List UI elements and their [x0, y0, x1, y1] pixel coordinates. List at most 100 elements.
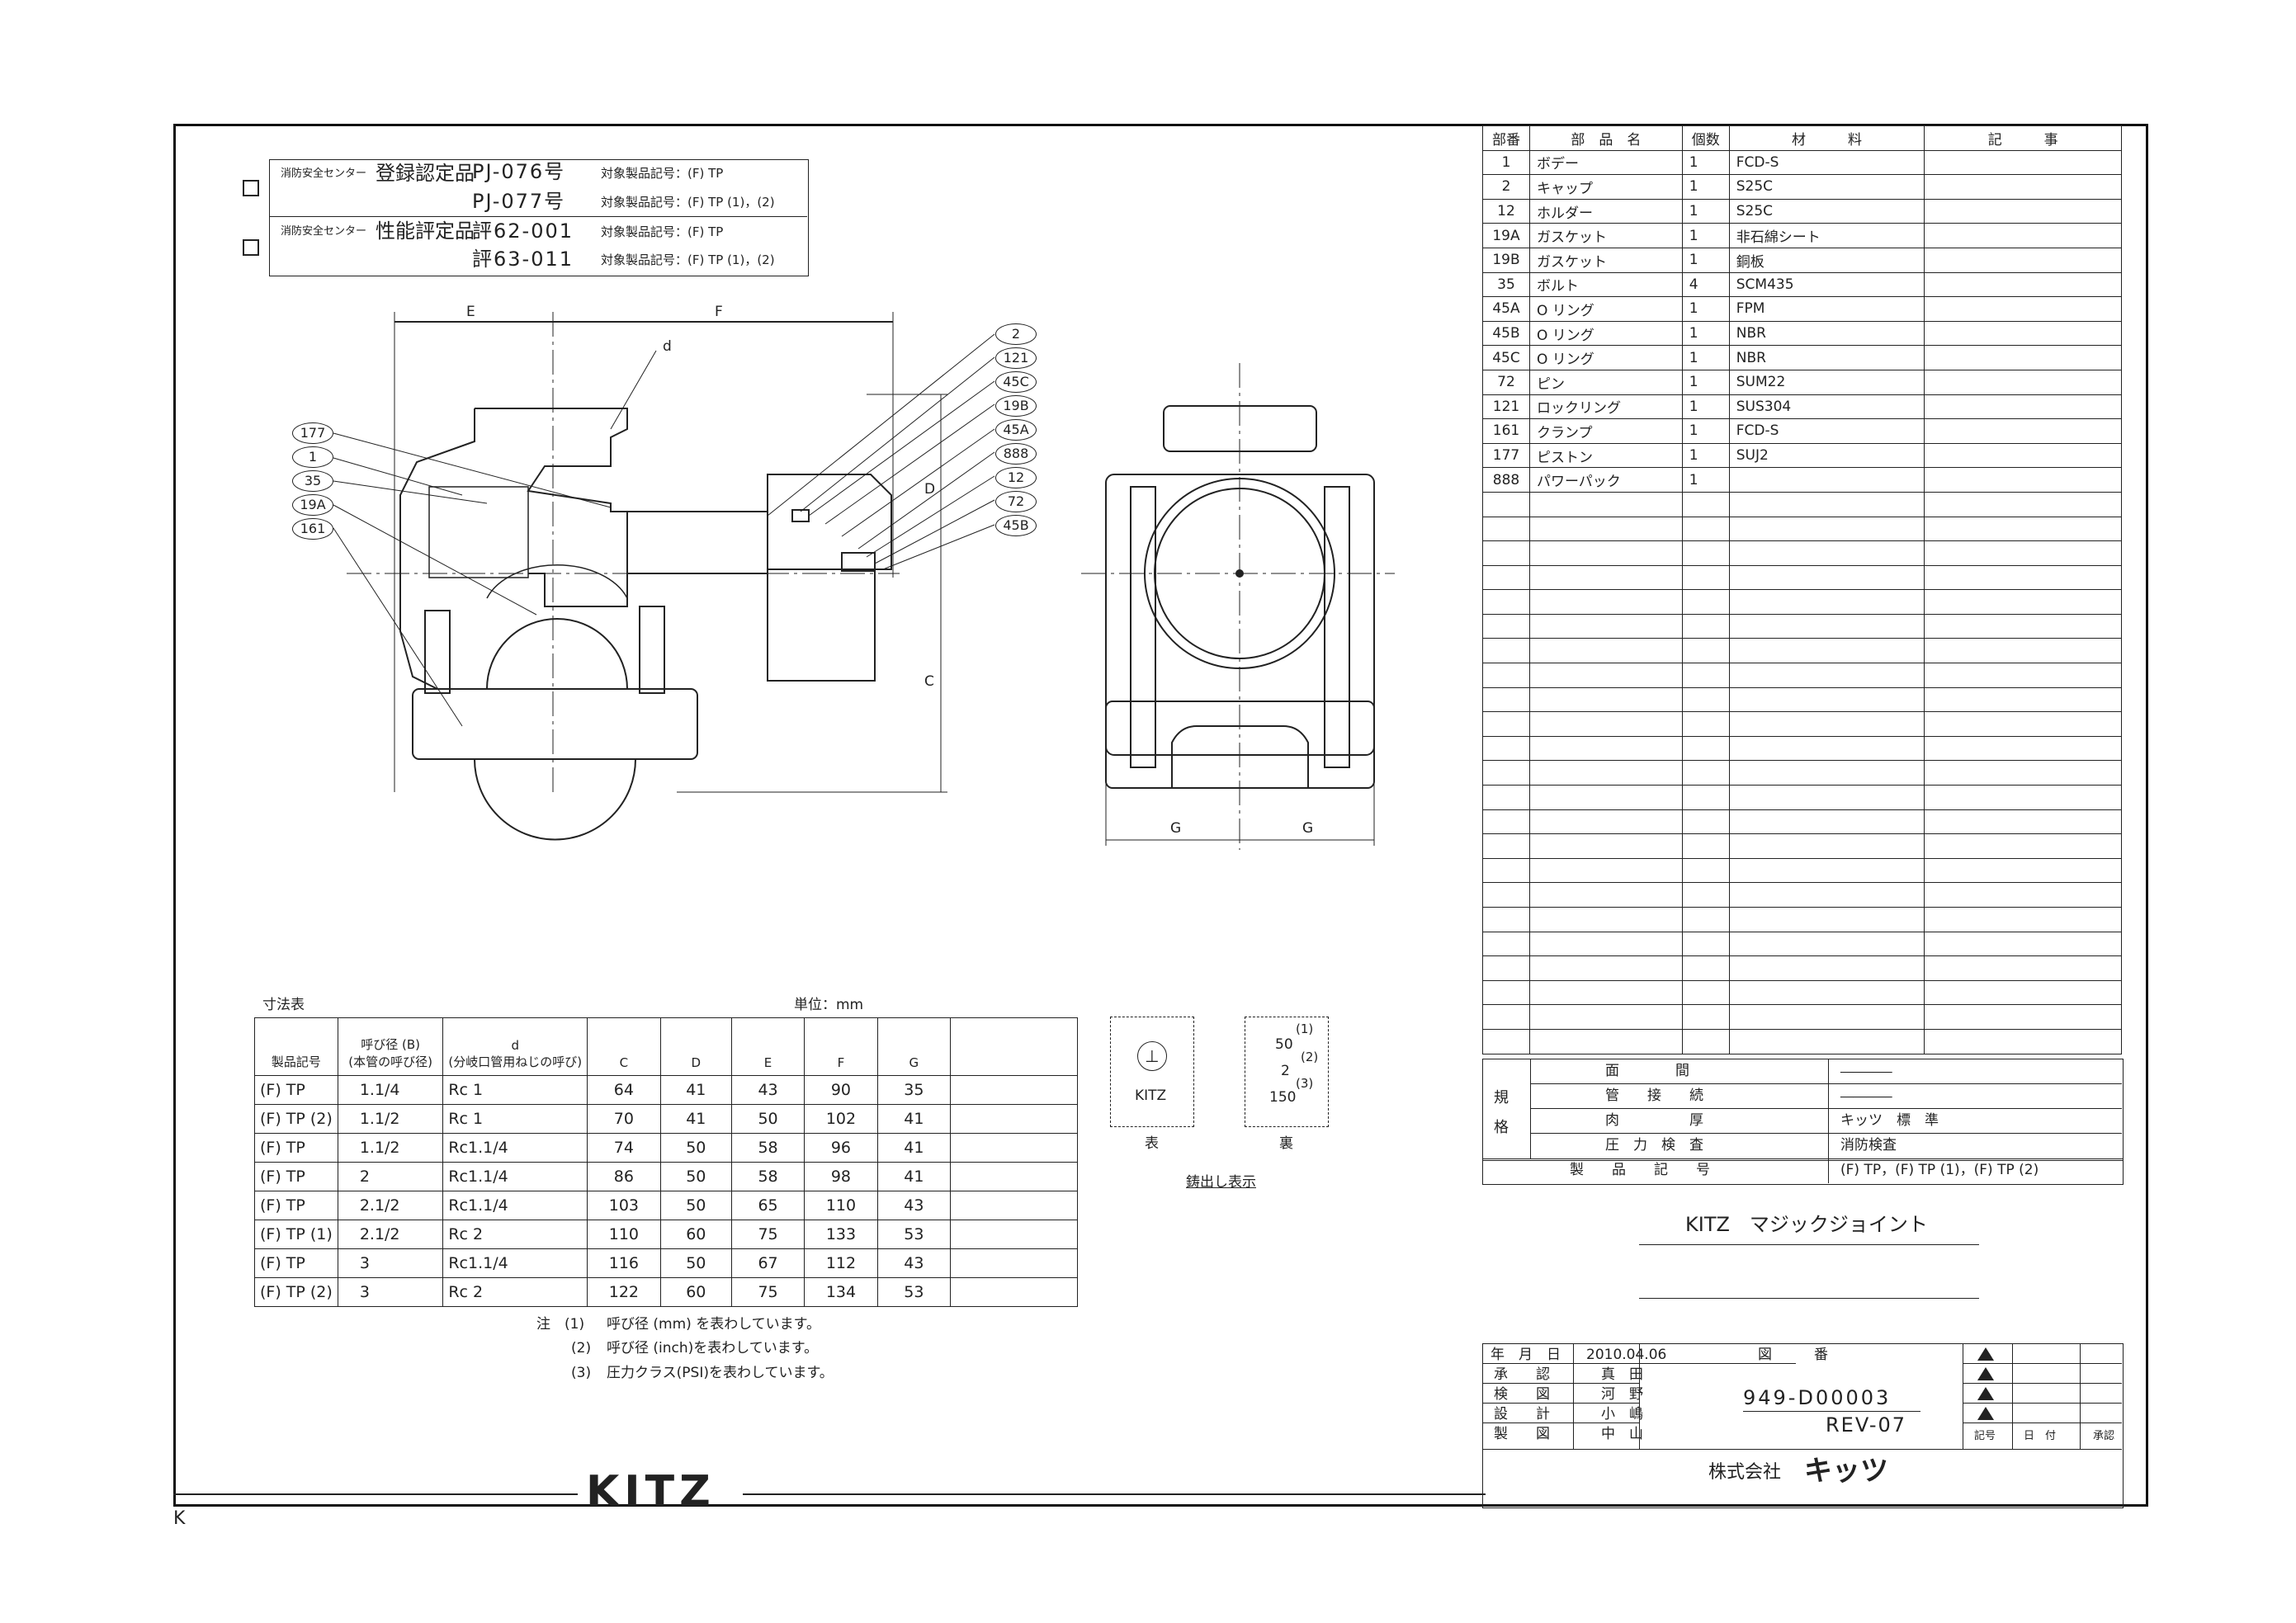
- dim-header-cell: F: [804, 1017, 878, 1076]
- dim-header-line1: E: [763, 1055, 772, 1070]
- date-label: 年 月 日: [1491, 1347, 1561, 1363]
- dim-label-g-right: G: [1302, 820, 1314, 837]
- parts-cell: ロックリング: [1528, 394, 1683, 420]
- parts-cell: [1482, 979, 1530, 1006]
- table-row: [1482, 931, 2122, 957]
- parts-cell: [1924, 931, 2122, 957]
- company-prefix: 株式会社: [1708, 1462, 1782, 1483]
- parts-cell: [1528, 1028, 1683, 1054]
- parts-cell: [1681, 955, 1730, 981]
- parts-cell: 1: [1681, 320, 1730, 347]
- table-row: [1482, 540, 2122, 566]
- table-row: [1482, 857, 2122, 884]
- parts-cell: NBR: [1728, 345, 1925, 370]
- dim-cell: 60: [659, 1220, 732, 1249]
- table-row: [1482, 760, 2122, 786]
- parts-cell: [1924, 442, 2122, 469]
- parts-cell: ガスケット: [1528, 247, 1683, 273]
- parts-cell: [1681, 809, 1730, 835]
- revision: REV-07: [1826, 1413, 1907, 1437]
- drawing-frame: [173, 124, 2148, 1507]
- rev-header-approval: 承認: [2093, 1430, 2115, 1442]
- parts-cell: 1: [1681, 247, 1730, 273]
- dim-cell: Rc1.1/4: [442, 1191, 588, 1220]
- dim-cell: 67: [730, 1248, 805, 1278]
- grid-line: [1639, 1343, 1640, 1449]
- casting-front: [1110, 1017, 1194, 1127]
- dim-header-line1: C: [619, 1055, 629, 1070]
- parts-cell: [1924, 247, 2122, 273]
- parts-cell: [1681, 589, 1730, 615]
- parts-cell: クランプ: [1528, 418, 1683, 444]
- parts-cell: 1: [1681, 369, 1730, 395]
- dim-cell: 43: [876, 1191, 951, 1220]
- parts-cell: [1681, 735, 1730, 762]
- table-row: [1482, 1004, 2122, 1030]
- name-4: 中 山: [1601, 1426, 1643, 1442]
- parts-cell: [1924, 1004, 2122, 1030]
- parts-cell: [1924, 589, 2122, 615]
- parts-cell: ホルダー: [1528, 198, 1683, 224]
- parts-cell: [1924, 296, 2122, 322]
- dim-cell: 50: [659, 1162, 732, 1191]
- table-row: [1482, 491, 2122, 517]
- parts-cell: [1528, 613, 1683, 639]
- table-row: [1482, 955, 2122, 981]
- parts-cell: [1482, 907, 1530, 932]
- dim-cell: 134: [804, 1277, 878, 1307]
- parts-cell: [1728, 613, 1925, 639]
- dim-cell: Rc 1: [442, 1104, 588, 1134]
- parts-cell: [1728, 955, 1925, 981]
- parts-cell: [1924, 785, 2122, 810]
- dim-label-D: D: [924, 481, 936, 498]
- checkbox-registration[interactable]: [243, 180, 259, 196]
- company-name: キッツ: [1804, 1455, 1888, 1488]
- parts-cell: [1728, 809, 1925, 835]
- parts-cell: 2: [1482, 174, 1530, 200]
- parts-cell: [1924, 613, 2122, 639]
- parts-cell: [1681, 931, 1730, 957]
- parts-cell: [1681, 663, 1730, 688]
- parts-cell: [1528, 809, 1683, 835]
- dim-cell: 122: [587, 1277, 661, 1307]
- dim-cell: (F) TP: [254, 1133, 338, 1163]
- parts-cell: [1728, 564, 1925, 591]
- parts-cell: [1728, 760, 1925, 786]
- dim-cell: 110: [804, 1191, 878, 1220]
- corner-mark: K: [173, 1508, 186, 1529]
- dim-cell: 41: [876, 1162, 951, 1191]
- spec-item-1: 面 間: [1605, 1063, 1689, 1079]
- dim-cell: 70: [587, 1104, 661, 1134]
- dim-header-cell: D: [659, 1017, 732, 1076]
- parts-cell: [1924, 1028, 2122, 1054]
- name-2: 河 野: [1601, 1386, 1643, 1403]
- parts-cell: [1528, 785, 1683, 810]
- table-row: [1482, 907, 2122, 932]
- dim-cell: 98: [804, 1162, 878, 1191]
- dim-cell: 2.1/2: [337, 1220, 444, 1249]
- parts-cell: 45A: [1482, 296, 1530, 322]
- dim-cell: [949, 1191, 1079, 1220]
- parts-header-cell: 記 事: [1924, 125, 2122, 151]
- parts-cell: [1924, 979, 2122, 1006]
- checkbox-evaluation[interactable]: [243, 239, 259, 256]
- table-row: [1482, 711, 2122, 737]
- dim-cell: 96: [804, 1133, 878, 1163]
- table-row: [1482, 663, 2122, 688]
- parts-cell: FCD-S: [1728, 149, 1925, 176]
- dim-header-line1: 製品記号: [271, 1054, 321, 1069]
- certification-box: [269, 159, 809, 276]
- table-row: [1482, 833, 2122, 859]
- parts-cell: [1528, 760, 1683, 786]
- cert-kind-3: 性能評定品: [376, 219, 475, 243]
- part-balloon: 45B: [995, 515, 1037, 536]
- table-row: [1482, 979, 2122, 1006]
- parts-cell: [1528, 955, 1683, 981]
